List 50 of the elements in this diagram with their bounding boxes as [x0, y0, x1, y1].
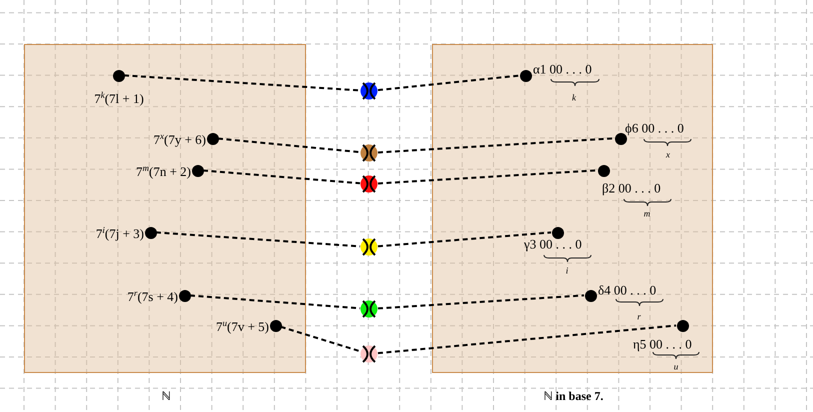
dashed-connector [378, 74, 520, 92]
digit-count-label: u [674, 362, 678, 372]
digit-count-label: x [666, 150, 670, 160]
digit-count-label: m [644, 210, 650, 218]
expression-label: β2 00 . . . 0 [602, 182, 661, 194]
dashed-connector [190, 294, 360, 310]
dashed-connector [202, 169, 360, 184]
expression-label: 7$^{u}$(7v + 5) [216, 318, 269, 334]
expression-label: γ3 00 . . . 0 [524, 238, 582, 250]
point-dot [520, 70, 532, 82]
digit-count-label: i [566, 266, 568, 276]
point-dot [192, 165, 204, 177]
crossed-circle-marker [360, 238, 378, 256]
dashed-connector [378, 231, 552, 248]
expression-label: η5 00 . . . 0 [633, 338, 692, 350]
panel-caption: ℕ in base 7. [544, 388, 604, 404]
point-dot [113, 70, 125, 82]
expression-label: 7$^{i}$(7j + 3) [96, 226, 144, 240]
point-dot [270, 320, 282, 332]
digit-count-label: k [572, 94, 576, 102]
dashed-connector [156, 231, 360, 248]
expression-label: 7$^{k}$(7l + 1) [94, 90, 144, 106]
point-dot [677, 320, 689, 332]
dashed-connector [280, 326, 361, 352]
point-dot [585, 290, 597, 302]
crossed-circle-marker [360, 82, 378, 100]
dashed-connector [378, 324, 676, 354]
point-dot [207, 133, 219, 145]
crossed-circle-marker [360, 345, 378, 363]
crossed-circle-marker [360, 300, 378, 318]
digit-count-label: r [637, 312, 641, 322]
crossed-circle-marker [360, 144, 378, 162]
point-dot [552, 227, 564, 239]
expression-label: 7$^{m}$(7n + 2) [136, 164, 191, 178]
dashed-connector [218, 138, 360, 154]
expression-label: 7$^{x}$(7y + 6) [154, 132, 206, 146]
panel-caption: ℕ [162, 388, 170, 404]
expression-label: δ4 00 . . . 0 [598, 284, 656, 296]
expression-label: α1 00 . . . 0 [533, 62, 592, 76]
point-dot [179, 290, 191, 302]
expression-label: 7$^{r}$(7s + 4) [127, 288, 178, 304]
point-dot [145, 227, 157, 239]
dashed-connector [378, 294, 584, 310]
crossed-circle-marker [360, 175, 378, 193]
dashed-connector [378, 137, 614, 154]
point-dot [598, 165, 610, 177]
expression-label: ϕ6 00 . . . 0 [625, 122, 684, 134]
dashed-connector [378, 169, 598, 184]
point-dot [615, 133, 627, 145]
dashed-connector [124, 74, 360, 92]
